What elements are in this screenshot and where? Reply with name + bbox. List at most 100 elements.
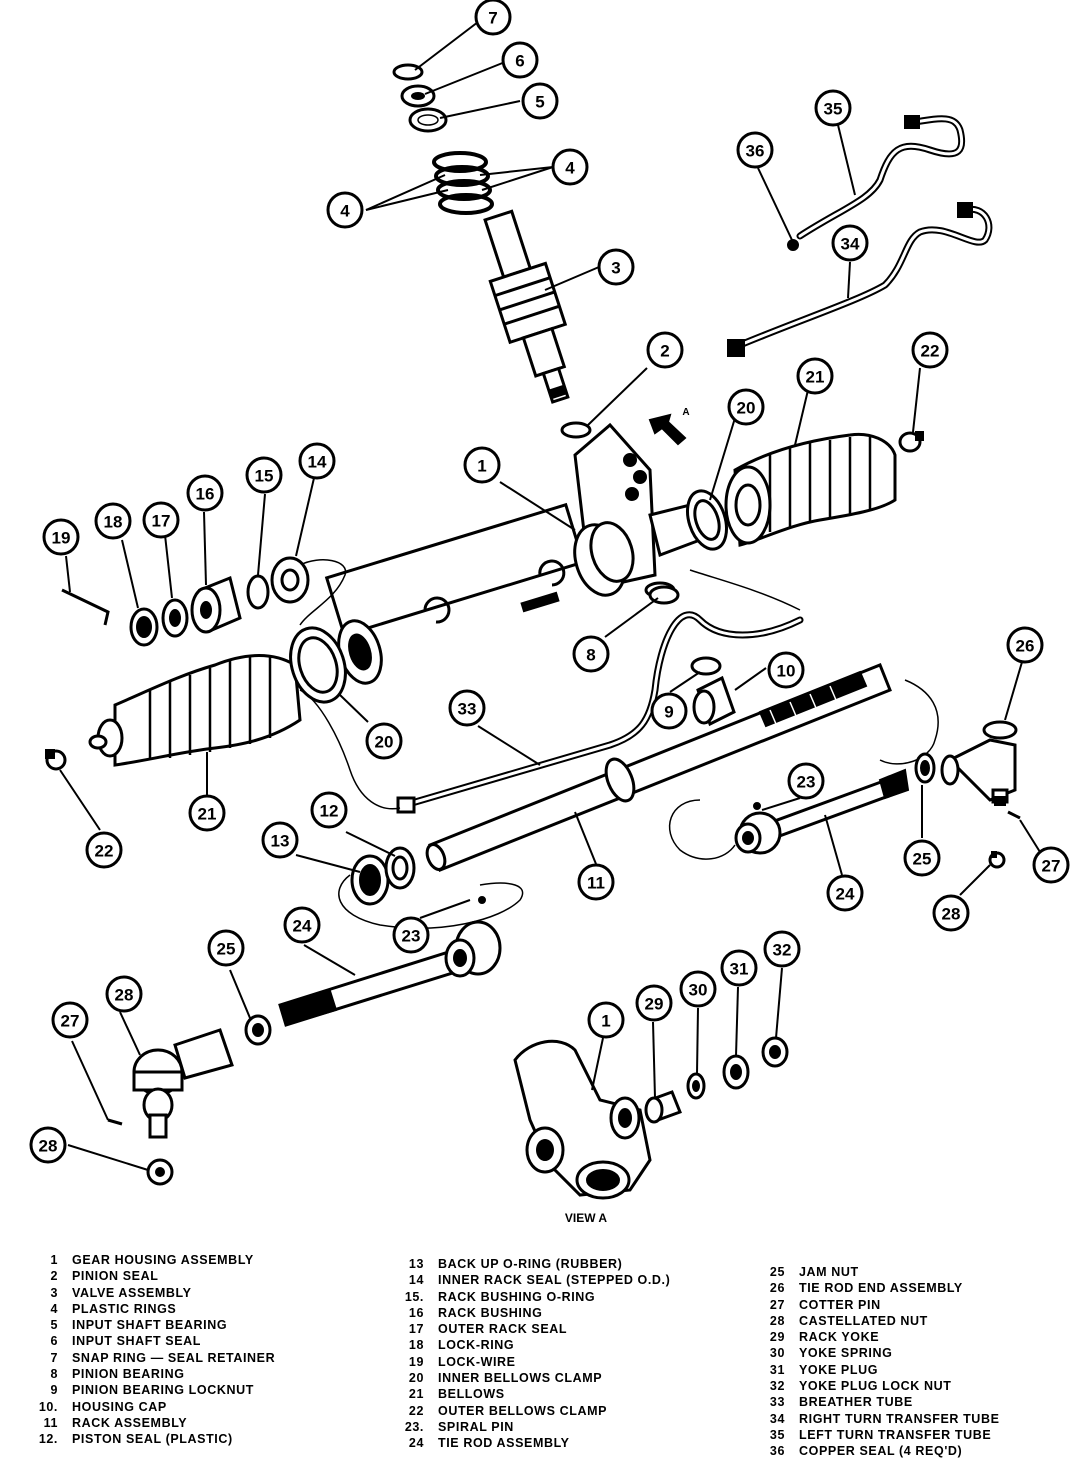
callout-number: 12: [320, 802, 339, 821]
legend-item-number: 27: [769, 1297, 785, 1312]
callout-27: 27: [1032, 846, 1070, 884]
legend-item-label: YOKE SPRING: [799, 1346, 893, 1361]
view-a-label: VIEW A: [565, 1211, 608, 1225]
legend-item-number: 19: [408, 1354, 424, 1369]
legend-item: 27 COTTER PIN: [755, 1297, 1085, 1313]
legend-item-label: YOKE PLUG: [799, 1362, 879, 1377]
legend-item-number: 11: [43, 1415, 58, 1430]
callout-26: 26: [1006, 626, 1044, 664]
legend-item-label: OUTER BELLOWS CLAMP: [438, 1403, 608, 1418]
rack-assembly-part: [425, 663, 892, 872]
view-a-gear-housing-part: [513, 1039, 652, 1200]
callout-23: 23: [787, 762, 825, 800]
rack-yoke-part: [644, 1090, 682, 1124]
callout-number: 15: [255, 467, 274, 486]
legend-item-label: PINION BEARING: [72, 1367, 185, 1382]
legend-item: 12.PISTON SEAL (PLASTIC): [28, 1431, 358, 1447]
callout-23: 23: [392, 916, 430, 954]
callout-20: 20: [727, 388, 765, 426]
legend-item-label: BELLOWS: [438, 1387, 505, 1402]
callout-1: 1: [463, 446, 501, 484]
callout-22: 22: [85, 831, 123, 869]
callout-24: 24: [283, 906, 321, 944]
callout-number: 24: [836, 885, 855, 904]
right-tie-rod-part: [734, 768, 910, 855]
piston-seal-part: [384, 846, 416, 890]
callout-number: 29: [645, 995, 664, 1014]
callout-4: 4: [551, 148, 589, 186]
legend-item-number: 6: [50, 1334, 58, 1349]
callout-6: 6: [501, 41, 539, 79]
legend-item-number: 7: [50, 1350, 58, 1365]
callout-8: 8: [572, 635, 610, 673]
legend-item-label: PISTON SEAL (PLASTIC): [72, 1432, 233, 1447]
legend-item-number: 25: [769, 1265, 785, 1279]
left-tie-rod-part: [278, 896, 502, 1027]
legend-item-number: 34: [769, 1411, 785, 1426]
callout-18: 18: [94, 502, 132, 540]
legend-item-number: 30: [769, 1346, 785, 1361]
legend-item: 34 RIGHT TURN TRANSFER TUBE: [755, 1411, 1085, 1427]
legend-item-label: PINION SEAL: [72, 1269, 159, 1284]
yoke-plug-part: [722, 1054, 750, 1090]
callout-22: 22: [911, 331, 949, 369]
legend-item-number: 29: [769, 1330, 785, 1345]
legend-item-label: OUTER RACK SEAL: [438, 1322, 568, 1337]
legend-item-label: JAM NUT: [799, 1265, 859, 1279]
legend-item-label: CASTELLATED NUT: [799, 1313, 928, 1328]
callout-21: 21: [796, 357, 834, 395]
legend-item-label: RIGHT TURN TRANSFER TUBE: [799, 1411, 1000, 1426]
callout-25: 25: [903, 839, 941, 877]
callout-29: 29: [635, 984, 673, 1022]
callout-number: 13: [271, 832, 290, 851]
callout-number: 8: [586, 646, 595, 665]
left-bellows-part: [88, 654, 302, 767]
callout-leader-lines: [59, 21, 1041, 1171]
callout-number: 14: [308, 453, 327, 472]
legend-item-number: 3: [50, 1285, 58, 1300]
legend-item: 6 INPUT SHAFT SEAL: [28, 1333, 358, 1349]
callout-34: 34: [831, 224, 869, 262]
callout-28: 28: [932, 894, 970, 932]
callout-number: 4: [565, 159, 575, 178]
legend-item-label: INPUT SHAFT SEAL: [72, 1334, 202, 1349]
right-jam-nut-part: [914, 752, 936, 784]
callout-number: 9: [664, 703, 673, 722]
legend-item-label: RACK YOKE: [799, 1330, 880, 1345]
legend-item-number: 28: [769, 1313, 785, 1328]
legend-item-label: COTTER PIN: [799, 1297, 881, 1312]
callout-1: 1: [587, 1001, 625, 1039]
input-shaft-bearing-part: [408, 107, 448, 133]
callout-number: 30: [689, 981, 708, 1000]
legend-item-number: 32: [769, 1379, 785, 1394]
callout-13: 13: [261, 821, 299, 859]
callout-21: 21: [188, 794, 226, 832]
callout-2: 2: [646, 331, 684, 369]
callout-number: 1: [477, 457, 486, 476]
callout-number: 5: [535, 93, 544, 112]
legend-item-number: 5: [50, 1318, 58, 1333]
callout-number: 16: [196, 485, 215, 504]
view-a-arrow-icon: [648, 413, 687, 446]
callout-number: 20: [375, 733, 394, 752]
callout-27: 27: [51, 1001, 89, 1039]
view-a-arrow-label: A: [682, 407, 689, 418]
callout-number: 23: [402, 927, 421, 946]
valve-assembly-part: [483, 209, 570, 404]
legend-item-label: PLASTIC RINGS: [72, 1301, 177, 1316]
